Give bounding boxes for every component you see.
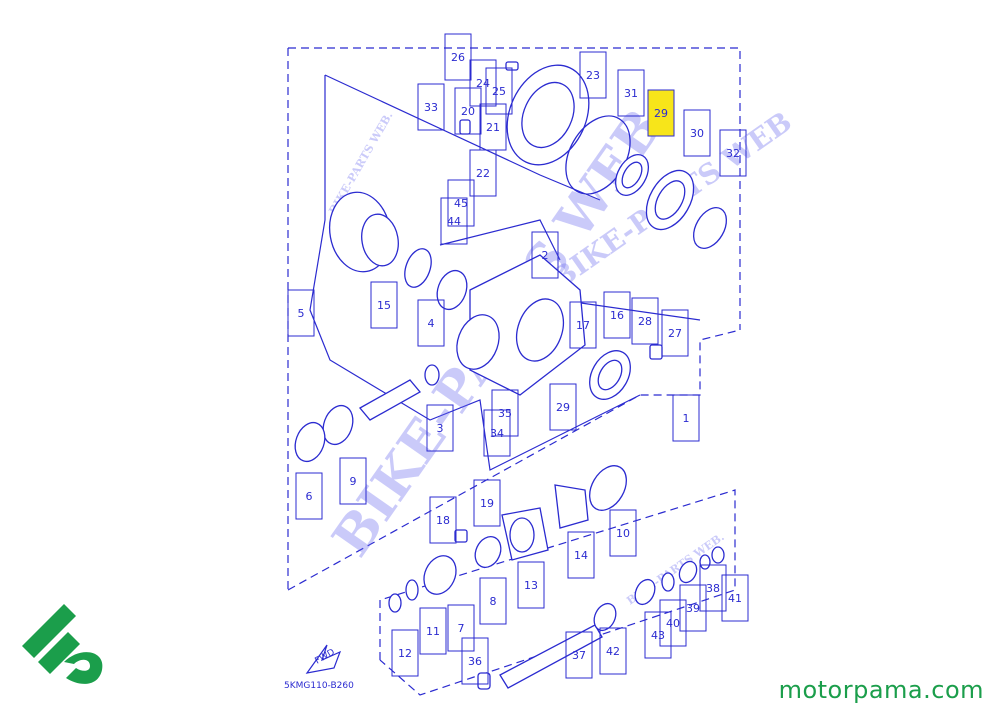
- callout-box-29[interactable]: [647, 89, 675, 137]
- callout-label-41[interactable]: 41: [728, 592, 742, 605]
- callout-box-15[interactable]: [370, 281, 398, 329]
- callout-label-16[interactable]: 16: [610, 309, 624, 322]
- callout-label-23[interactable]: 23: [586, 69, 600, 82]
- callout-label-35[interactable]: 35: [498, 407, 512, 420]
- callout-box-44[interactable]: [440, 197, 468, 245]
- callout-label-1[interactable]: 1: [683, 412, 690, 425]
- callout-box-24[interactable]: [469, 59, 497, 107]
- callout-label-4[interactable]: 4: [428, 317, 435, 330]
- callout-label-43[interactable]: 43: [651, 629, 665, 642]
- callout-box-33[interactable]: [417, 83, 445, 131]
- callout-label-24[interactable]: 24: [476, 77, 490, 90]
- callout-label-29[interactable]: 29: [654, 107, 668, 120]
- callout-label-42[interactable]: 42: [606, 645, 620, 658]
- callout-box-37[interactable]: [565, 631, 593, 679]
- callout-label-32[interactable]: 32: [726, 147, 740, 160]
- callout-box-14[interactable]: [567, 531, 595, 579]
- callout-label-9[interactable]: 9: [350, 475, 357, 488]
- callout-box-23[interactable]: [579, 51, 607, 99]
- callout-label-13[interactable]: 13: [524, 579, 538, 592]
- callout-label-2[interactable]: 2: [542, 249, 549, 262]
- callout-label-38[interactable]: 38: [706, 582, 720, 595]
- callout-label-29[interactable]: 29: [556, 401, 570, 414]
- callout-box-19[interactable]: [473, 479, 501, 527]
- callout-box-9[interactable]: [339, 457, 367, 505]
- callout-label-37[interactable]: 37: [572, 649, 586, 662]
- callout-box-6[interactable]: [295, 472, 323, 520]
- callout-box-41[interactable]: [721, 574, 749, 622]
- callout-label-36[interactable]: 36: [468, 655, 482, 668]
- callout-label-30[interactable]: 30: [690, 127, 704, 140]
- fwd-arrow-icon: FWD: [305, 644, 342, 674]
- callout-label-7[interactable]: 7: [458, 622, 465, 635]
- callout-label-44[interactable]: 44: [447, 215, 461, 228]
- callout-box-38[interactable]: [699, 564, 727, 612]
- callout-box-18[interactable]: [429, 496, 457, 544]
- highlight-box-29[interactable]: [647, 89, 675, 137]
- callout-box-16[interactable]: [603, 291, 631, 339]
- callout-box-34[interactable]: [483, 409, 511, 457]
- callout-box-8[interactable]: [479, 577, 507, 625]
- callout-box-43[interactable]: [644, 611, 672, 659]
- callout-label-18[interactable]: 18: [436, 514, 450, 527]
- callout-box-20[interactable]: [454, 87, 482, 135]
- callout-box-2[interactable]: [531, 231, 559, 279]
- callout-box-29[interactable]: [549, 383, 577, 431]
- callout-label-40[interactable]: 40: [666, 617, 680, 630]
- callout-box-36[interactable]: [461, 637, 489, 685]
- callout-label-34[interactable]: 34: [490, 427, 504, 440]
- callout-label-26[interactable]: 26: [451, 51, 465, 64]
- callout-box-17[interactable]: [569, 301, 597, 349]
- callout-box-11[interactable]: [419, 607, 447, 655]
- callout-box-39[interactable]: [679, 584, 707, 632]
- callout-label-27[interactable]: 27: [668, 327, 682, 340]
- callout-label-39[interactable]: 39: [686, 602, 700, 615]
- callout-box-26[interactable]: [444, 33, 472, 81]
- callout-box-42[interactable]: [599, 627, 627, 675]
- callout-box-30[interactable]: [683, 109, 711, 157]
- callout-box-13[interactable]: [517, 561, 545, 609]
- callout-label-6[interactable]: 6: [306, 490, 313, 503]
- callout-label-33[interactable]: 33: [424, 101, 438, 114]
- callout-box-3[interactable]: [426, 404, 454, 452]
- callout-box-40[interactable]: [659, 599, 687, 647]
- callout-label-15[interactable]: 15: [377, 299, 391, 312]
- callout-label-12[interactable]: 12: [398, 647, 412, 660]
- callout-box-7[interactable]: [447, 604, 475, 652]
- callout-label-22[interactable]: 22: [476, 167, 490, 180]
- callout-box-5[interactable]: [287, 289, 315, 337]
- callout-box-35[interactable]: [491, 389, 519, 437]
- callout-label-20[interactable]: 20: [461, 105, 475, 118]
- callout-box-22[interactable]: [469, 149, 497, 197]
- callout-label-21[interactable]: 21: [486, 121, 500, 134]
- diagram-code: 5KMG110-B260: [284, 681, 354, 691]
- callout-box-25[interactable]: [485, 67, 513, 115]
- callout-label-3[interactable]: 3: [437, 422, 444, 435]
- callout-box-31[interactable]: [617, 69, 645, 117]
- callout-box-32[interactable]: [719, 129, 747, 177]
- callout-label-11[interactable]: 11: [426, 625, 440, 638]
- callout-label-14[interactable]: 14: [574, 549, 588, 562]
- callout-box-28[interactable]: [631, 297, 659, 345]
- callout-label-8[interactable]: 8: [490, 595, 497, 608]
- callout-box-12[interactable]: [391, 629, 419, 677]
- callout-label-5[interactable]: 5: [298, 307, 305, 320]
- callout-label-10[interactable]: 10: [616, 527, 630, 540]
- callout-label-28[interactable]: 28: [638, 315, 652, 328]
- callout-box-1[interactable]: [672, 394, 700, 442]
- callout-box-45[interactable]: [447, 179, 475, 227]
- callout-label-31[interactable]: 31: [624, 87, 638, 100]
- callout-label-45[interactable]: 45: [454, 197, 468, 210]
- callout-label-17[interactable]: 17: [576, 319, 590, 332]
- mp-logo-icon: [18, 600, 110, 692]
- callout-box-27[interactable]: [661, 309, 689, 357]
- callout-box-10[interactable]: [609, 509, 637, 557]
- site-url[interactable]: motorpama.com: [778, 676, 984, 704]
- callout-box-4[interactable]: [417, 299, 445, 347]
- callout-label-19[interactable]: 19: [480, 497, 494, 510]
- callout-label-25[interactable]: 25: [492, 85, 506, 98]
